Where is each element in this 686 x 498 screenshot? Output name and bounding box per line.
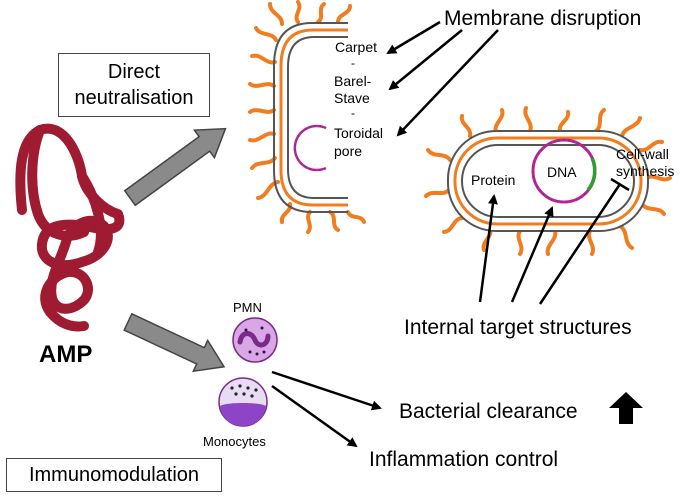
amp-label: AMP	[39, 341, 92, 368]
bacterium-2	[447, 130, 649, 232]
monocyte-cell	[218, 377, 268, 427]
up-arrow-icon	[609, 392, 643, 424]
direct-neutralisation-box: Direct neutralisation	[58, 53, 210, 117]
flagellum	[294, 0, 302, 24]
flagellum	[254, 26, 278, 42]
protein-label: Protein	[471, 172, 515, 188]
carpet-label: Carpet	[335, 39, 377, 55]
flagellum	[346, 210, 366, 224]
flagellum	[618, 224, 634, 250]
pmn-cell	[232, 317, 278, 363]
outcome-arrows	[271, 370, 382, 448]
flagellum	[620, 116, 642, 138]
flagellum	[248, 108, 276, 114]
flagellum	[638, 139, 664, 153]
inflammation-control-label: Inflammation control	[369, 448, 558, 471]
flagellum	[594, 108, 606, 133]
pmn-label: PMN	[233, 300, 262, 315]
flagellum	[316, 2, 326, 24]
direct-line-1: Direct	[107, 61, 161, 83]
dash-1: -	[351, 56, 355, 70]
flagellum	[557, 110, 571, 133]
bacterium-1	[273, 22, 348, 213]
bacterium-2-flagella	[424, 106, 672, 256]
flagellum	[426, 148, 452, 162]
internal-target-arrows	[478, 177, 630, 305]
membrane-arrows	[386, 20, 499, 137]
membrane-disruption-label: Membrane disruption	[444, 7, 641, 30]
pore-label: pore	[334, 143, 362, 159]
dna-label: DNA	[547, 164, 577, 180]
cellwall-label-1: Cell-wall	[616, 146, 669, 162]
flagellum	[424, 188, 451, 198]
monocytes-label: Monocytes	[203, 434, 266, 449]
flagellum	[335, 4, 352, 24]
flagellum	[523, 106, 533, 133]
flagellum	[516, 229, 524, 256]
stave-label: Stave	[334, 90, 370, 106]
flagellum	[459, 114, 473, 138]
amp-peptide	[15, 123, 125, 332]
flagellum	[442, 216, 464, 234]
barel-label: Barel-	[334, 73, 372, 89]
toroidal-label: Toroidal	[334, 125, 383, 141]
flagellum	[250, 53, 277, 65]
flagellum	[328, 210, 340, 232]
gray-arrow-immuno	[123, 312, 226, 373]
flagellum	[250, 156, 277, 170]
dash-2: -	[351, 106, 355, 120]
internal-targets-label: Internal target structures	[404, 316, 632, 339]
flagellum	[306, 210, 312, 234]
immunomodulation-box: Immunomodulation	[6, 458, 222, 492]
direct-line-2: neutralisation	[74, 87, 194, 109]
flagellum	[248, 82, 276, 88]
bacterial-clearance-label: Bacterial clearance	[399, 400, 578, 423]
flagellum	[640, 202, 666, 216]
gray-arrow-direct	[123, 127, 227, 207]
flagellum	[493, 108, 505, 134]
flagellum	[267, 2, 284, 26]
flagellum	[248, 131, 276, 143]
cellwall-label-2: synthesis	[616, 163, 674, 179]
flagellum	[587, 229, 595, 256]
flagellum	[545, 229, 558, 256]
